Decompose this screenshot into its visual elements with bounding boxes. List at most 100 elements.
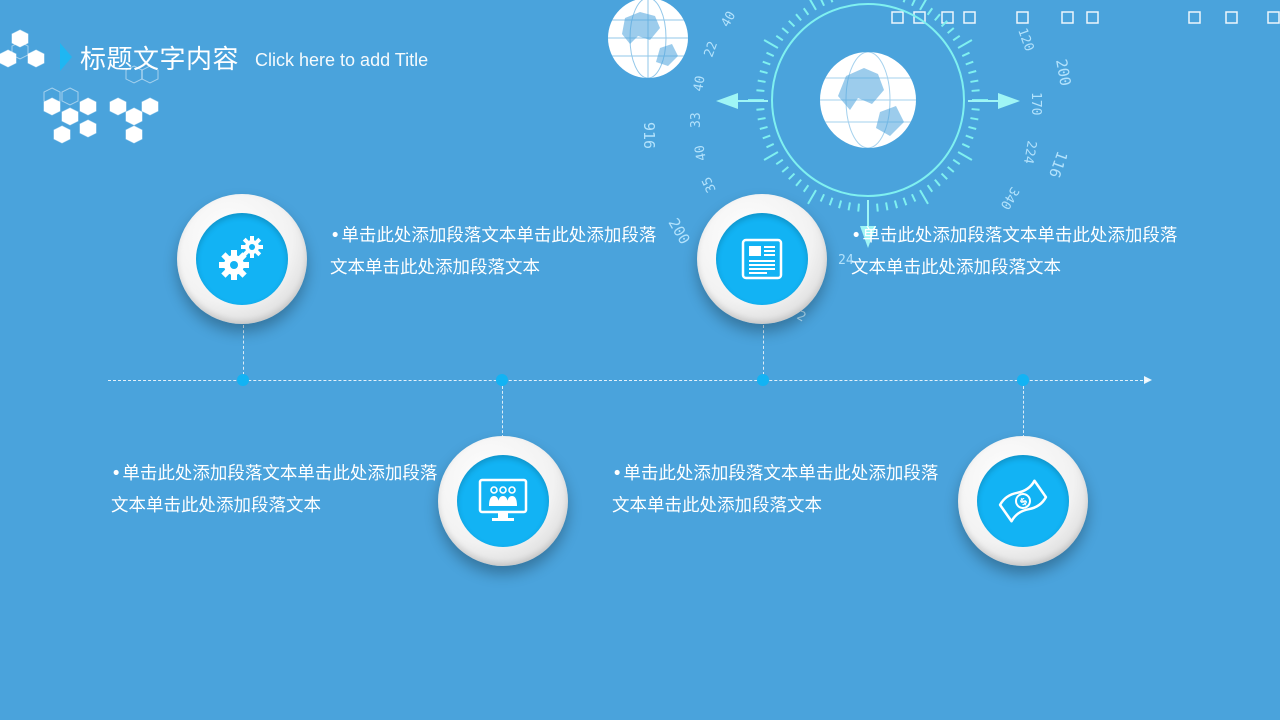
compass-tick (819, 193, 825, 202)
compass-tick (940, 172, 948, 180)
compass-tick (947, 166, 955, 173)
compass-tick (947, 27, 955, 34)
compass-number: 33 (689, 112, 704, 128)
slide-title[interactable]: 标题文字内容 (80, 43, 240, 74)
compass-tick (788, 172, 796, 180)
text-line-1: 单击此处添加段落文本单击此处添加段落 (862, 226, 1178, 246)
node-icon-circle (457, 455, 549, 547)
compass-tick (934, 13, 941, 21)
compass-tick (828, 197, 834, 206)
compass-tick (802, 7, 810, 16)
compass-tick (762, 60, 771, 66)
timeline-node-2[interactable] (438, 436, 568, 566)
compass-tick (857, 203, 860, 212)
compass-tick (919, 189, 929, 205)
compass-tick (762, 134, 771, 140)
compass-tick (809, 0, 817, 11)
title-triangle-icon (60, 43, 72, 71)
compass-tick (926, 7, 934, 16)
compass-tick (957, 151, 973, 161)
bullet: • (612, 464, 623, 484)
text-block-2[interactable]: •单击此处添加段落文本单击此处添加段落 文本单击此处添加段落文本 (111, 458, 447, 522)
timeline-connector (1023, 386, 1024, 438)
compass-number: 40 (718, 9, 739, 30)
compass-tick (802, 184, 810, 193)
bullet: • (851, 226, 862, 246)
timeline-connector (502, 386, 503, 438)
slide-subtitle[interactable]: Click here to add Title (255, 49, 429, 70)
text-block-4[interactable]: •单击此处添加段落文本单击此处添加段落 文本单击此处添加段落文本 (612, 458, 948, 522)
text-line-2: 文本单击此处添加段落文本 (111, 496, 321, 516)
compass-number: 35 (699, 174, 719, 195)
compass-tick (775, 158, 784, 166)
compass-number: 200 (1052, 58, 1074, 88)
compass-number: 340 (997, 184, 1022, 212)
compass-tick (876, 203, 879, 212)
compass-tick (952, 34, 961, 42)
text-line-2: 文本单击此处添加段落文本 (330, 258, 540, 278)
compass-tick (847, 202, 851, 211)
compass-tick (766, 143, 775, 149)
text-block-1[interactable]: •单击此处添加段落文本单击此处添加段落 文本单击此处添加段落文本 (330, 220, 666, 284)
compass-tick (775, 34, 784, 42)
compass-tick (965, 134, 974, 140)
timeline-line (108, 380, 1148, 381)
compass-tick (795, 179, 802, 187)
compass-tick (893, 200, 898, 209)
compass-tick (766, 51, 775, 57)
compass-tick (971, 108, 980, 111)
node-icon-circle (716, 213, 808, 305)
timeline-dot (237, 374, 249, 386)
timeline-dot (496, 374, 508, 386)
compass-tick (970, 117, 979, 121)
compass-tick (820, 0, 825, 7)
text-line-2: 文本单击此处添加段落文本 (612, 496, 822, 516)
compass-tick (763, 39, 779, 49)
compass-tick (756, 89, 765, 92)
compass-tick (788, 20, 796, 28)
text-line: •单击此处添加段落文本单击此处添加段落 (330, 220, 666, 252)
presentation-screen-icon (478, 478, 528, 521)
compass-tick (757, 79, 766, 83)
compass-tick (970, 79, 979, 83)
compass-tick (807, 189, 817, 205)
compass-tick (763, 151, 779, 161)
text-block-3[interactable]: •单击此处添加段落文本单击此处添加段落 文本单击此处添加段落文本 (851, 220, 1187, 284)
bullet: • (111, 464, 122, 484)
compass-number: 916 (640, 122, 658, 149)
timeline-node-1[interactable] (177, 194, 307, 324)
newspaper-icon (741, 238, 783, 280)
node-icon-circle (196, 213, 288, 305)
globe-small-icon (608, 0, 688, 79)
node-icon-circle: $ (977, 455, 1069, 547)
gears-icon (219, 236, 263, 280)
timeline-node-3[interactable] (697, 194, 827, 324)
compass-tick (968, 70, 977, 75)
timeline-arrow-icon (1144, 376, 1152, 384)
compass-tick (934, 179, 941, 187)
compass-tick (759, 70, 768, 75)
compass-tick (957, 39, 973, 49)
text-line-2: 文本单击此处添加段落文本 (851, 258, 1061, 278)
text-line-1: 单击此处添加段落文本单击此处添加段落 (122, 464, 438, 484)
text-line: •单击此处添加段落文本单击此处添加段落 (851, 220, 1187, 252)
compass-number: 224 (1020, 139, 1039, 165)
compass-tick (902, 197, 908, 206)
compass-tick (919, 0, 927, 11)
text-line: •单击此处添加段落文本单击此处添加段落 (111, 458, 447, 490)
compass-number: 22 (702, 40, 721, 60)
text-line-1: 单击此处添加段落文本单击此处添加段落 (623, 464, 939, 484)
timeline-node-4[interactable]: $ (958, 436, 1088, 566)
compass-tick (885, 202, 889, 211)
slide-header: 标题文字内容 Click here to add Title (60, 40, 428, 74)
compass-tick (952, 158, 961, 166)
timeline-connector (243, 325, 244, 375)
compass-number: 200 (665, 215, 694, 247)
compass-tick (971, 89, 980, 92)
compass-tick (961, 51, 970, 57)
compass-number: 170 (1028, 92, 1043, 115)
compass-tick (759, 125, 768, 130)
compass-number: 120 (1014, 26, 1036, 53)
